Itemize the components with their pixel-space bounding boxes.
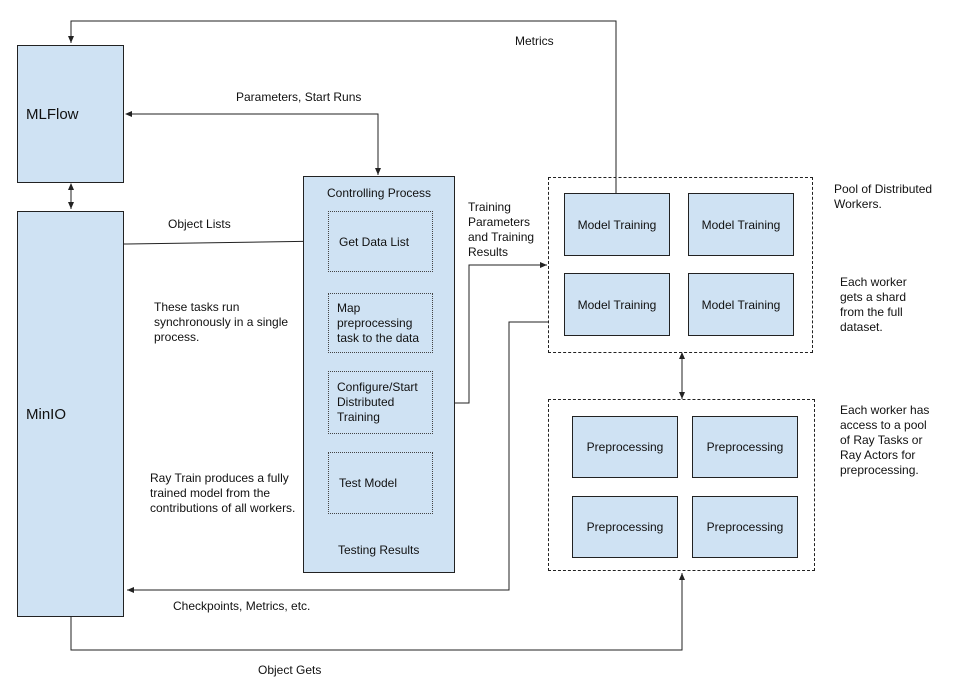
model-training-node-4: Model Training <box>688 273 794 336</box>
minio-label: MinIO <box>26 405 67 423</box>
parameters-arrow <box>125 111 381 175</box>
model-training-label: Model Training <box>577 217 657 232</box>
ray-train-note: Ray Train produces a fully trained model… <box>150 471 296 515</box>
preprocessing-pool-group <box>548 399 815 571</box>
object-lists-arrow <box>123 238 328 245</box>
model-training-label: Model Training <box>701 217 781 232</box>
preprocessing-label: Preprocessing <box>706 520 784 534</box>
model-training-node-1: Model Training <box>564 193 670 256</box>
checkpoints-label: Checkpoints, Metrics, etc. <box>173 599 311 613</box>
object-gets-arrow <box>70 573 685 651</box>
get-data-list-step: Get Data List <box>328 211 433 272</box>
preprocessing-node-3: Preprocessing <box>572 496 678 558</box>
minio-node: MinIO <box>17 211 124 617</box>
configure-training-step: Configure/Start Distributed Training <box>328 371 433 434</box>
get-data-list-label: Get Data List <box>339 234 410 249</box>
checkpoints-arrow <box>127 321 548 593</box>
controlling-process-title: Controlling Process <box>327 186 432 200</box>
parameters-label: Parameters, Start Runs <box>236 90 362 104</box>
preprocessing-node-4: Preprocessing <box>692 496 798 558</box>
object-lists-label: Object Lists <box>168 217 231 231</box>
configure-training-label: Configure/Start Distributed Training <box>337 380 418 424</box>
model-training-label: Model Training <box>701 297 781 312</box>
preprocessing-node-1: Preprocessing <box>572 416 678 478</box>
preprocessing-label: Preprocessing <box>586 440 664 454</box>
object-gets-label: Object Gets <box>258 663 322 677</box>
preprocessing-label: Preprocessing <box>706 440 784 454</box>
training-params-label: Training Parameters and Training Results <box>468 200 535 259</box>
testing-results-label: Testing Results <box>338 543 420 557</box>
pool-workers-note: Pool of Distributed Workers. <box>834 182 933 211</box>
metrics-label: Metrics <box>515 34 554 48</box>
metrics-arrow <box>68 20 617 193</box>
mlflow-label: MLFlow <box>26 105 79 123</box>
preprocessing-node-2: Preprocessing <box>692 416 798 478</box>
map-preprocessing-step: Map preprocessing task to the data <box>328 293 433 353</box>
preprocessing-label: Preprocessing <box>586 520 664 534</box>
worker-pool-group <box>548 177 813 353</box>
worker-shard-note: Each worker gets a shard from the full d… <box>840 275 907 334</box>
test-model-label: Test Model <box>339 476 398 490</box>
model-training-node-3: Model Training <box>564 273 670 336</box>
worker-pool-note: Each worker has access to a pool of Ray … <box>840 403 930 477</box>
mlflow-node: MLFlow <box>17 45 124 183</box>
model-training-label: Model Training <box>577 297 657 312</box>
sync-tasks-note: These tasks run synchronously in a singl… <box>154 300 289 344</box>
model-training-node-2: Model Training <box>688 193 794 256</box>
test-model-step: Test Model <box>328 452 433 514</box>
map-preprocessing-label: Map preprocessing task to the data <box>337 300 420 345</box>
